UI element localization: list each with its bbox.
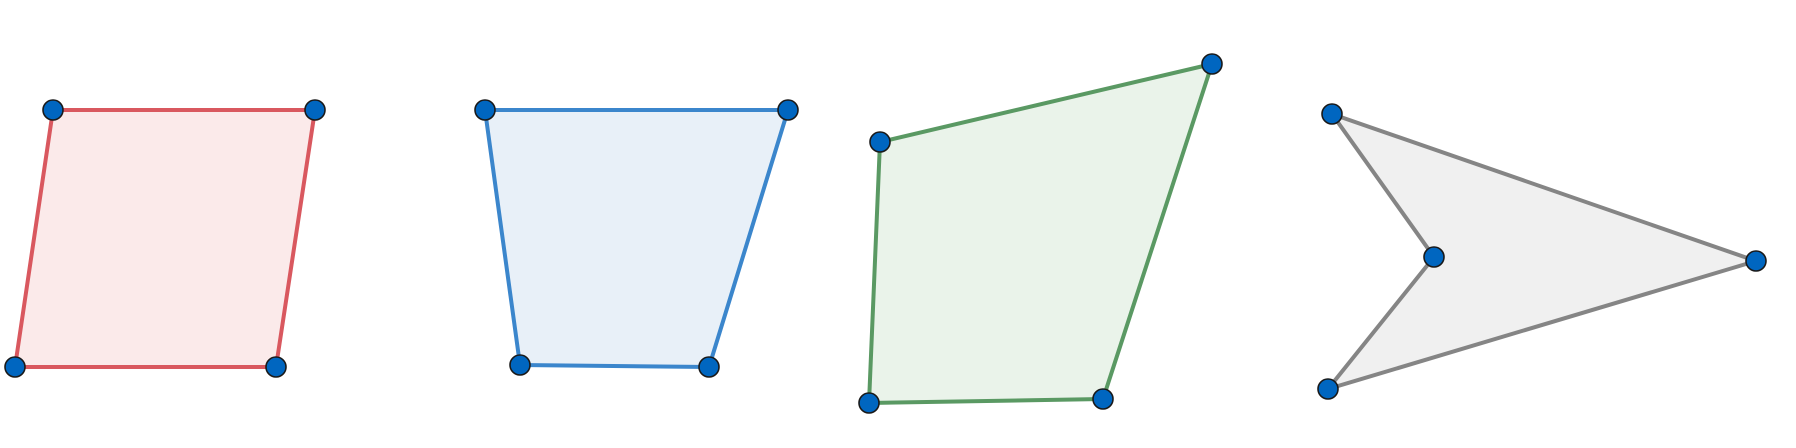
general-quadrilateral-vertex-4[interactable] xyxy=(858,392,880,414)
trapezoid-vertex-4[interactable] xyxy=(509,354,531,376)
concave-arrowhead-shape xyxy=(1317,103,1767,400)
parallelogram-vertex-1[interactable] xyxy=(42,99,64,121)
trapezoid-fill xyxy=(485,110,788,367)
concave-arrowhead-vertex-2[interactable] xyxy=(1745,250,1767,272)
trapezoid-vertex-2[interactable] xyxy=(777,99,799,121)
concave-arrowhead-vertex-3[interactable] xyxy=(1317,378,1339,400)
general-quadrilateral-fill xyxy=(869,64,1212,403)
parallelogram-vertex-4[interactable] xyxy=(4,356,26,378)
general-quadrilateral-vertex-1[interactable] xyxy=(869,131,891,153)
parallelogram-vertex-2[interactable] xyxy=(304,99,326,121)
trapezoid-vertex-3[interactable] xyxy=(698,356,720,378)
parallelogram-fill xyxy=(15,110,315,367)
trapezoid-shape xyxy=(474,99,799,378)
concave-arrowhead-vertex-1[interactable] xyxy=(1321,103,1343,125)
general-quadrilateral-vertex-2[interactable] xyxy=(1201,53,1223,75)
concave-arrowhead-vertex-4[interactable] xyxy=(1423,246,1445,268)
general-quadrilateral-vertex-3[interactable] xyxy=(1092,388,1114,410)
general-quadrilateral-shape xyxy=(858,53,1223,414)
concave-arrowhead-fill xyxy=(1328,114,1756,389)
parallelogram-vertex-3[interactable] xyxy=(265,356,287,378)
trapezoid-vertex-1[interactable] xyxy=(474,99,496,121)
parallelogram-shape xyxy=(4,99,326,378)
